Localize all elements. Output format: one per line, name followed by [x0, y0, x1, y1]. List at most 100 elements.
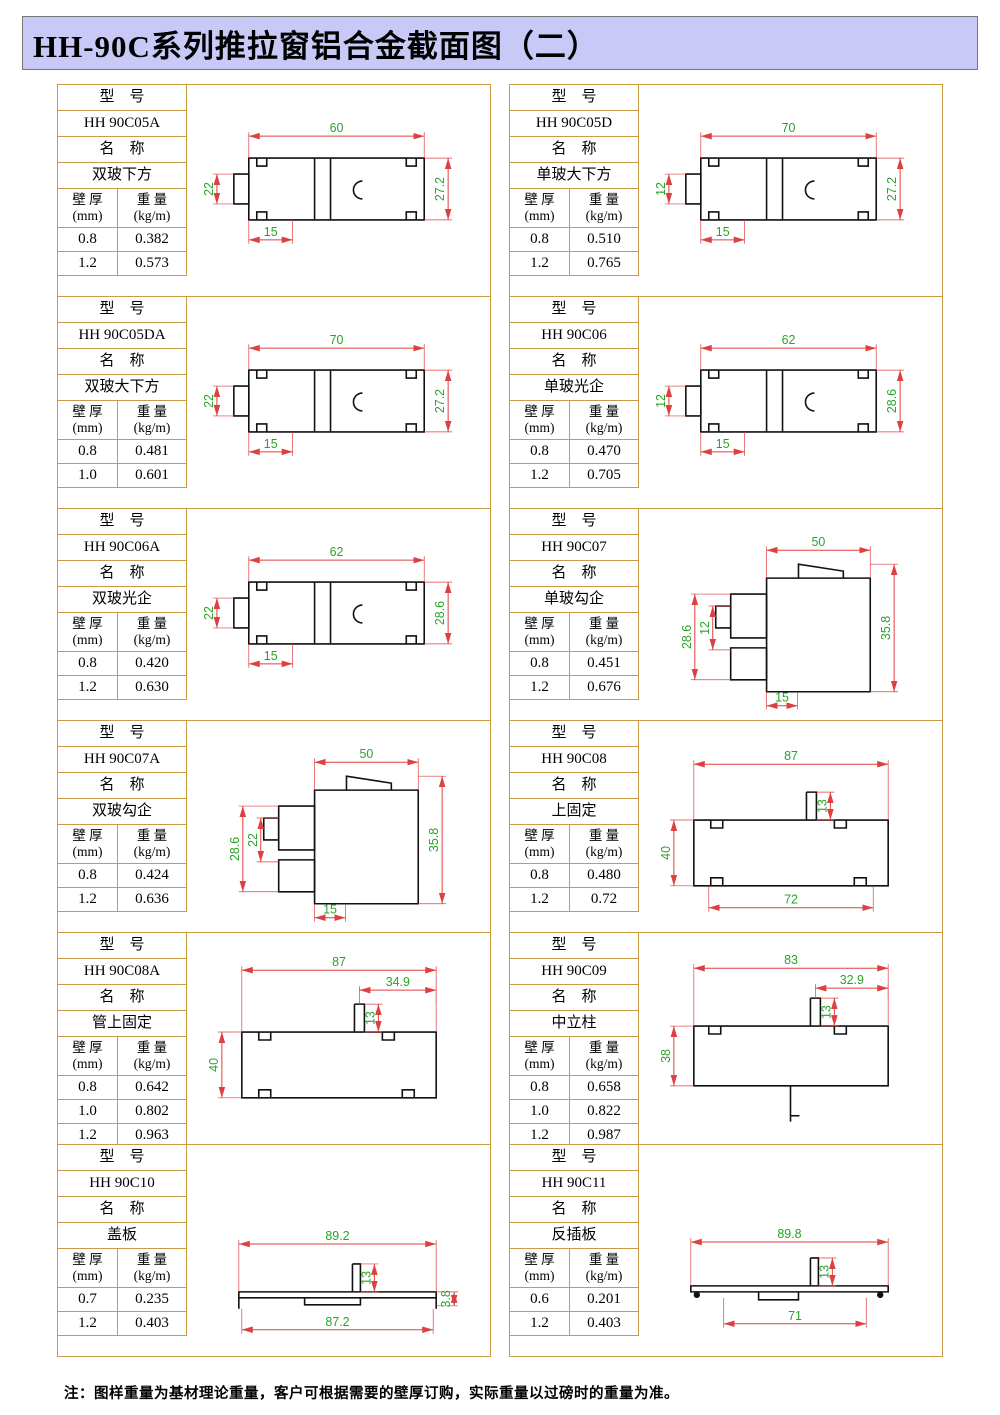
page-title: HH-90C系列推拉窗铝合金截面图（二）: [33, 28, 599, 64]
weight-value: 0.636: [135, 891, 169, 907]
thickness-unit: (mm): [72, 420, 103, 435]
dimension-label: 70: [330, 333, 344, 347]
model-value: HH 90C07A: [58, 747, 186, 773]
profile-cell: 型 号 HH 90C07A 名 称 双玻勾企 壁 厚 (mm) 重 量 (kg/…: [57, 720, 491, 933]
dimension-label: 89.2: [325, 1229, 349, 1243]
weight-unit: (kg/m): [585, 420, 623, 435]
weight-value: 0.72: [590, 891, 618, 907]
name-value: 单玻光企: [510, 375, 638, 401]
spec-table: 型 号 HH 90C09 名 称 中立柱 壁 厚 (mm) 重 量 (kg/m)…: [510, 933, 639, 1148]
weight-value: 0.481: [135, 443, 169, 459]
weight-unit: (kg/m): [585, 632, 623, 647]
weight-value: 0.987: [587, 1127, 621, 1143]
thickness-value: 1.2: [510, 252, 570, 275]
name-value: 管上固定: [58, 1011, 186, 1037]
model-value: HH 90C07: [510, 535, 638, 561]
dimension-label: 28.6: [680, 625, 694, 649]
weight-column-header: 重 量 (kg/m): [570, 613, 638, 651]
thickness-unit: (mm): [524, 1268, 555, 1283]
thickness-unit: (mm): [72, 1268, 103, 1283]
dimension-label: 15: [775, 691, 789, 705]
model-value: HH 90C11: [510, 1171, 638, 1197]
thickness-unit: (mm): [72, 208, 103, 223]
weight-value: 0.480: [587, 867, 621, 883]
thickness-header: 壁 厚: [72, 1252, 103, 1268]
weight-value: 0.630: [135, 679, 169, 695]
dimension-label: 35.8: [879, 616, 893, 640]
thickness-header: 壁 厚: [524, 828, 555, 844]
weight-header: 重 量: [136, 404, 168, 420]
thickness-value: 0.8: [510, 228, 570, 251]
model-header: 型 号: [510, 297, 638, 323]
weight-header: 重 量: [588, 1040, 620, 1056]
dimension-label: 22: [202, 182, 216, 196]
units-header-row: 壁 厚 (mm) 重 量 (kg/m): [58, 825, 186, 864]
model-header: 型 号: [58, 721, 186, 747]
weight-column-header: 重 量 (kg/m): [570, 401, 638, 439]
thickness-header: 壁 厚: [524, 616, 555, 632]
thickness-column-header: 壁 厚 (mm): [510, 1249, 570, 1287]
weight-column-header: 重 量 (kg/m): [570, 825, 638, 863]
dimension-label: 87.2: [325, 1315, 349, 1329]
footnote: 注：图样重量为基材理论重量，客户可根据需要的壁厚订购，实际重量以过磅时的重量为准…: [64, 1386, 679, 1402]
profile-cell: 型 号 HH 90C08 名 称 上固定 壁 厚 (mm) 重 量 (kg/m)…: [509, 720, 943, 933]
units-header-row: 壁 厚 (mm) 重 量 (kg/m): [510, 825, 638, 864]
profile-cell: 型 号 HH 90C09 名 称 中立柱 壁 厚 (mm) 重 量 (kg/m)…: [509, 932, 943, 1148]
dimension-label: 28.6: [228, 837, 242, 861]
weight-header: 重 量: [136, 828, 168, 844]
model-value: HH 90C05D: [510, 111, 638, 137]
dimension-label: 13: [819, 1005, 833, 1019]
units-header-row: 壁 厚 (mm) 重 量 (kg/m): [510, 189, 638, 228]
name-header: 名 称: [510, 773, 638, 799]
thickness-value: 0.8: [510, 440, 570, 463]
spec-table: 型 号 HH 90C05DA 名 称 双玻大下方 壁 厚 (mm) 重 量 (k…: [58, 297, 187, 488]
dimension-label: 35.8: [427, 828, 441, 852]
dimension-label: 40: [659, 846, 673, 860]
profile-cell: 型 号 HH 90C08A 名 称 管上固定 壁 厚 (mm) 重 量 (kg/…: [57, 932, 491, 1148]
thickness-header: 壁 厚: [524, 1040, 555, 1056]
thickness-header: 壁 厚: [72, 1040, 103, 1056]
thickness-value: 1.2: [58, 252, 118, 275]
dimension-label: 83: [784, 953, 798, 967]
thickness-value: 0.8: [58, 440, 118, 463]
weight-value: 0.470: [587, 443, 621, 459]
thickness-column-header: 壁 厚 (mm): [510, 1037, 570, 1075]
units-header-row: 壁 厚 (mm) 重 量 (kg/m): [510, 1249, 638, 1288]
thickness-value: 1.0: [58, 1100, 118, 1123]
weight-value: 0.403: [587, 1315, 621, 1331]
profile-cell: 型 号 HH 90C05DA 名 称 双玻大下方 壁 厚 (mm) 重 量 (k…: [57, 296, 491, 509]
dimension-label: 12: [698, 621, 712, 635]
thickness-unit: (mm): [72, 844, 103, 859]
units-header-row: 壁 厚 (mm) 重 量 (kg/m): [510, 401, 638, 440]
dimension-label: 27.2: [433, 389, 447, 413]
weight-unit: (kg/m): [585, 208, 623, 223]
weight-value: 0.676: [587, 679, 621, 695]
thickness-value: 1.2: [510, 1312, 570, 1335]
model-header: 型 号: [58, 509, 186, 535]
thickness-unit: (mm): [524, 208, 555, 223]
profile-cell: 型 号 HH 90C05A 名 称 双玻下方 壁 厚 (mm) 重 量 (kg/…: [57, 84, 491, 297]
